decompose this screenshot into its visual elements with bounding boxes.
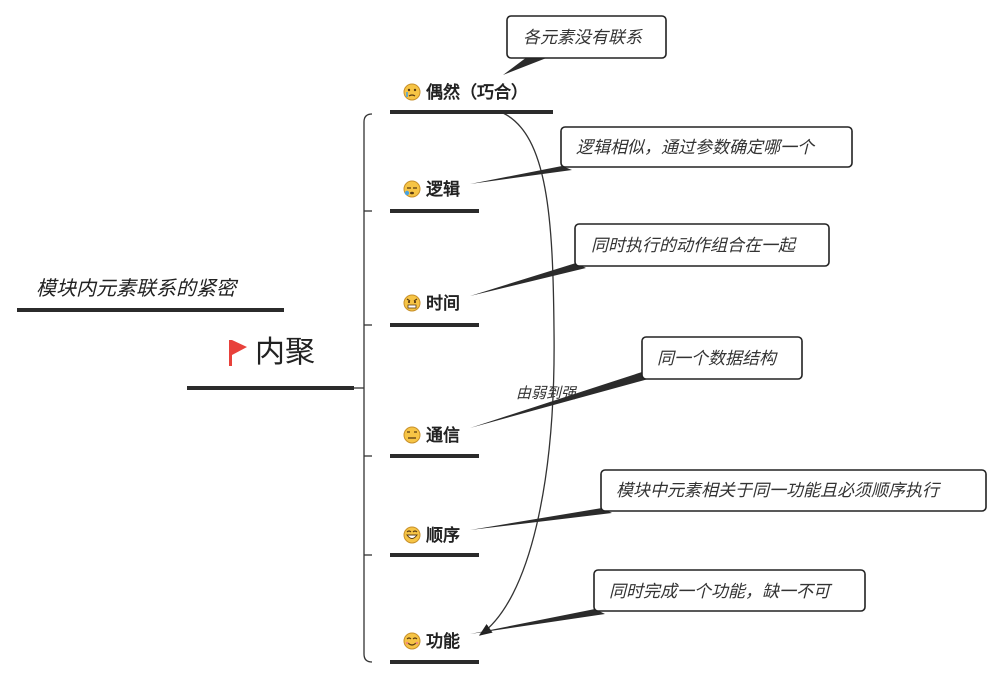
- branch-topic-logical[interactable]: 逻辑: [390, 179, 479, 213]
- callout-communicational[interactable]: 同一个数据结构: [470, 336, 803, 428]
- branch-topic-temporal[interactable]: 时间: [390, 293, 479, 327]
- angry-face-icon: [403, 294, 421, 312]
- callout-coincidental[interactable]: 各元素没有联系: [503, 15, 667, 75]
- callout-sequential[interactable]: 模块中元素相关于同一功能且必须顺序执行: [470, 469, 987, 530]
- note-topic[interactable]: 模块内元素联系的紧密: [17, 276, 284, 312]
- crying-face-icon: [403, 83, 421, 101]
- branch-topic-sequential[interactable]: 顺序: [390, 525, 479, 557]
- branch-label: 顺序: [426, 525, 460, 546]
- callout-box: [641, 336, 803, 380]
- branch-label: 通信: [426, 425, 460, 446]
- callout-pointer: [470, 609, 605, 634]
- relationship-arrow[interactable]: [478, 112, 555, 636]
- callout-pointer: [470, 263, 586, 296]
- branch-label: 功能: [426, 631, 460, 652]
- branch-topic-coincidental[interactable]: 偶然（巧合）: [390, 82, 553, 114]
- callout-pointer: [470, 372, 652, 428]
- callout-text: 同时执行的动作组合在一起: [591, 236, 797, 256]
- callout-box: [593, 569, 866, 612]
- callout-box: [560, 126, 853, 168]
- branch-spine: [363, 113, 373, 663]
- red-flag-icon: [229, 340, 247, 366]
- callout-pointer: [470, 508, 612, 530]
- callout-box: [600, 469, 987, 512]
- sleeping-face-icon: [403, 180, 421, 198]
- callout-pointer: [470, 166, 572, 184]
- grinning-face-icon: [403, 526, 421, 544]
- callout-text: 各元素没有联系: [523, 28, 643, 48]
- callout-text: 同一个数据结构: [657, 349, 778, 369]
- note-text: 模块内元素联系的紧密: [36, 276, 239, 300]
- smiling-face-icon: [403, 632, 421, 650]
- branch-topic-communicational[interactable]: 通信: [390, 425, 479, 458]
- callout-temporal[interactable]: 同时执行的动作组合在一起: [470, 223, 830, 296]
- branch-label: 逻辑: [426, 179, 460, 200]
- expressionless-face-icon: [403, 426, 421, 444]
- branch-label: 时间: [426, 293, 460, 314]
- callout-pointer: [503, 57, 549, 75]
- callout-box: [506, 15, 667, 59]
- relationship-label: 由弱到强: [516, 384, 578, 402]
- branch-topic-functional[interactable]: 功能: [390, 631, 479, 664]
- callout-logical[interactable]: 逻辑相似，通过参数确定哪一个: [470, 126, 853, 184]
- root-topic[interactable]: 内聚: [187, 335, 354, 390]
- root-label: 内聚: [255, 335, 315, 370]
- callout-text: 逻辑相似，通过参数确定哪一个: [576, 138, 816, 158]
- callout-box: [574, 223, 830, 267]
- branch-label: 偶然（巧合）: [426, 82, 528, 103]
- callout-functional[interactable]: 同时完成一个功能，缺一不可: [470, 569, 866, 634]
- callout-text: 模块中元素相关于同一功能且必须顺序执行: [616, 481, 942, 501]
- callout-text: 同时完成一个功能，缺一不可: [609, 582, 833, 602]
